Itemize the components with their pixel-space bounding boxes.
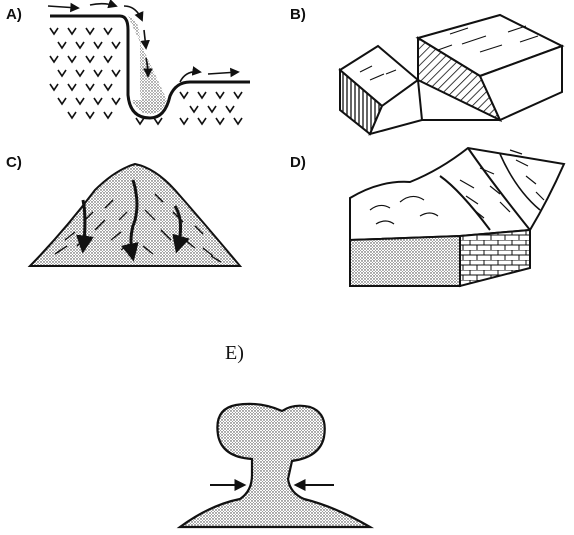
panel-a-label: A) [6,7,22,22]
mushroom-rock-icon [170,395,380,535]
panel-e-label: E) [225,343,244,363]
river-valley-erosion-icon [40,0,250,135]
panel-b-label: B) [290,7,306,22]
eroded-mountain-icon [25,150,245,272]
fault-block-icon [330,10,570,135]
panel-c-label: C) [6,155,22,170]
panel-d-label: D) [290,155,306,170]
stratified-rock-block-icon [340,140,570,290]
